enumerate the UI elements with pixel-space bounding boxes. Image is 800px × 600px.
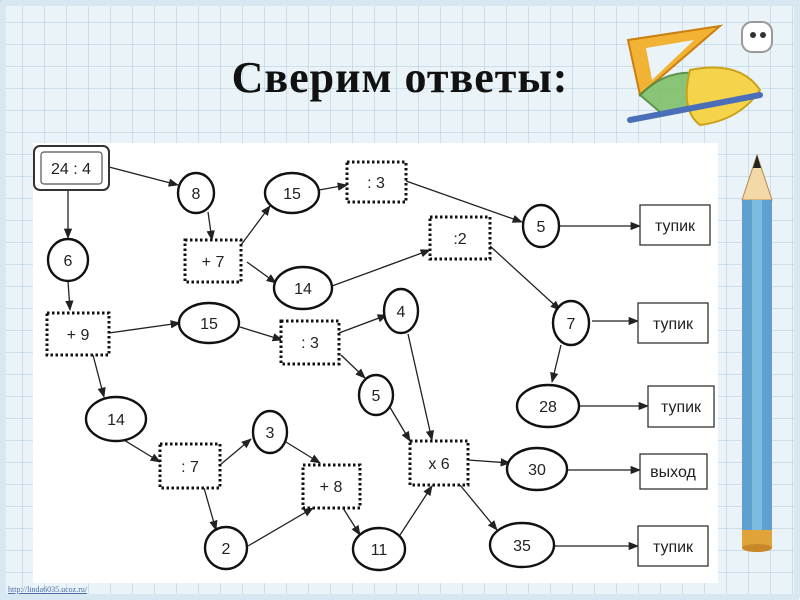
number-node — [551, 299, 591, 347]
operation-node — [279, 319, 341, 366]
arrow — [206, 211, 215, 242]
arrow — [239, 326, 283, 342]
arrow — [387, 403, 411, 442]
outcome-label: выход — [650, 464, 696, 481]
arrow — [331, 249, 431, 287]
node-label: 30 — [528, 462, 546, 479]
arrow — [123, 439, 161, 463]
operation-node — [428, 215, 492, 261]
start-node: 24 : 4 — [33, 145, 110, 191]
number-node — [272, 265, 334, 311]
arrow — [92, 354, 106, 399]
arrow — [247, 507, 314, 547]
arrows — [63, 166, 650, 551]
slide-title: Сверим ответы: — [231, 53, 569, 102]
arrow — [405, 180, 523, 223]
outcome-box — [637, 302, 709, 344]
arrow — [219, 438, 252, 466]
node-label: 3 — [266, 425, 275, 442]
number-node — [357, 373, 395, 417]
arrow — [285, 441, 321, 464]
node-label: 15 — [283, 186, 301, 203]
node-label: : 3 — [301, 335, 319, 352]
node-label: 35 — [513, 538, 531, 555]
number-node — [203, 525, 249, 571]
arrow — [318, 182, 349, 191]
node-label: 8 — [192, 186, 201, 203]
arrow — [338, 314, 388, 334]
operation-node — [183, 238, 243, 284]
node-label: 11 — [371, 542, 388, 559]
arrow — [459, 484, 498, 531]
arrow — [467, 458, 512, 467]
outcome-box — [639, 453, 708, 490]
arrow — [399, 485, 433, 536]
operation-node — [45, 311, 111, 357]
node-label: 14 — [294, 281, 312, 298]
number-node — [351, 526, 407, 572]
arrow — [489, 245, 561, 311]
outcome-box — [637, 525, 709, 567]
number-node — [84, 395, 148, 443]
number-node — [251, 409, 289, 455]
pencil-illustration — [741, 153, 773, 552]
diagram-panel — [33, 143, 718, 583]
node-label: : 3 — [367, 175, 385, 192]
node-label: : 7 — [181, 459, 199, 476]
node-label: 14 — [107, 412, 125, 429]
outcome-box — [647, 385, 715, 428]
arrow — [550, 344, 562, 384]
outcome-box — [639, 204, 711, 246]
operation-node — [301, 463, 362, 510]
number-node — [521, 203, 561, 249]
node-label: 5 — [537, 219, 546, 236]
outcome-label: тупик — [653, 539, 694, 556]
arrow — [407, 333, 434, 442]
number-node — [177, 301, 241, 345]
arrow — [65, 280, 74, 312]
arrow — [246, 261, 277, 284]
node-label: + 8 — [320, 479, 343, 496]
node-label: 2 — [222, 541, 231, 558]
operation-node — [408, 439, 470, 487]
node-label: + 9 — [67, 327, 90, 344]
operation-node — [158, 442, 222, 490]
source-link[interactable]: http://linda6035.ucoz.ru/ — [8, 585, 88, 594]
outcome-label: тупик — [655, 218, 696, 235]
arrow — [340, 354, 366, 379]
number-node — [46, 237, 90, 283]
node-label: 7 — [567, 316, 576, 333]
arrow — [108, 166, 180, 187]
outcome-label: тупик — [661, 399, 702, 416]
arrow — [342, 507, 361, 536]
arrow — [203, 487, 218, 531]
node-label: 4 — [397, 304, 406, 321]
start-label: 24 : 4 — [51, 161, 91, 178]
node-label: :2 — [453, 231, 466, 248]
node-label: + 7 — [202, 254, 225, 271]
number-node — [176, 171, 216, 215]
node-label: x 6 — [428, 456, 449, 473]
outcome-label: тупик — [653, 316, 694, 333]
node-label: 5 — [372, 388, 381, 405]
number-node — [515, 383, 581, 429]
node-label: 15 — [200, 316, 218, 333]
number-node — [505, 446, 569, 492]
node-label: 6 — [64, 253, 73, 270]
stationery-illustration — [626, 21, 773, 127]
number-node — [263, 171, 321, 215]
number-node — [382, 287, 420, 335]
operation-node — [345, 160, 408, 204]
node-label: 28 — [539, 399, 557, 416]
number-node — [488, 521, 556, 569]
arrow — [240, 205, 271, 246]
arrow — [108, 320, 182, 334]
